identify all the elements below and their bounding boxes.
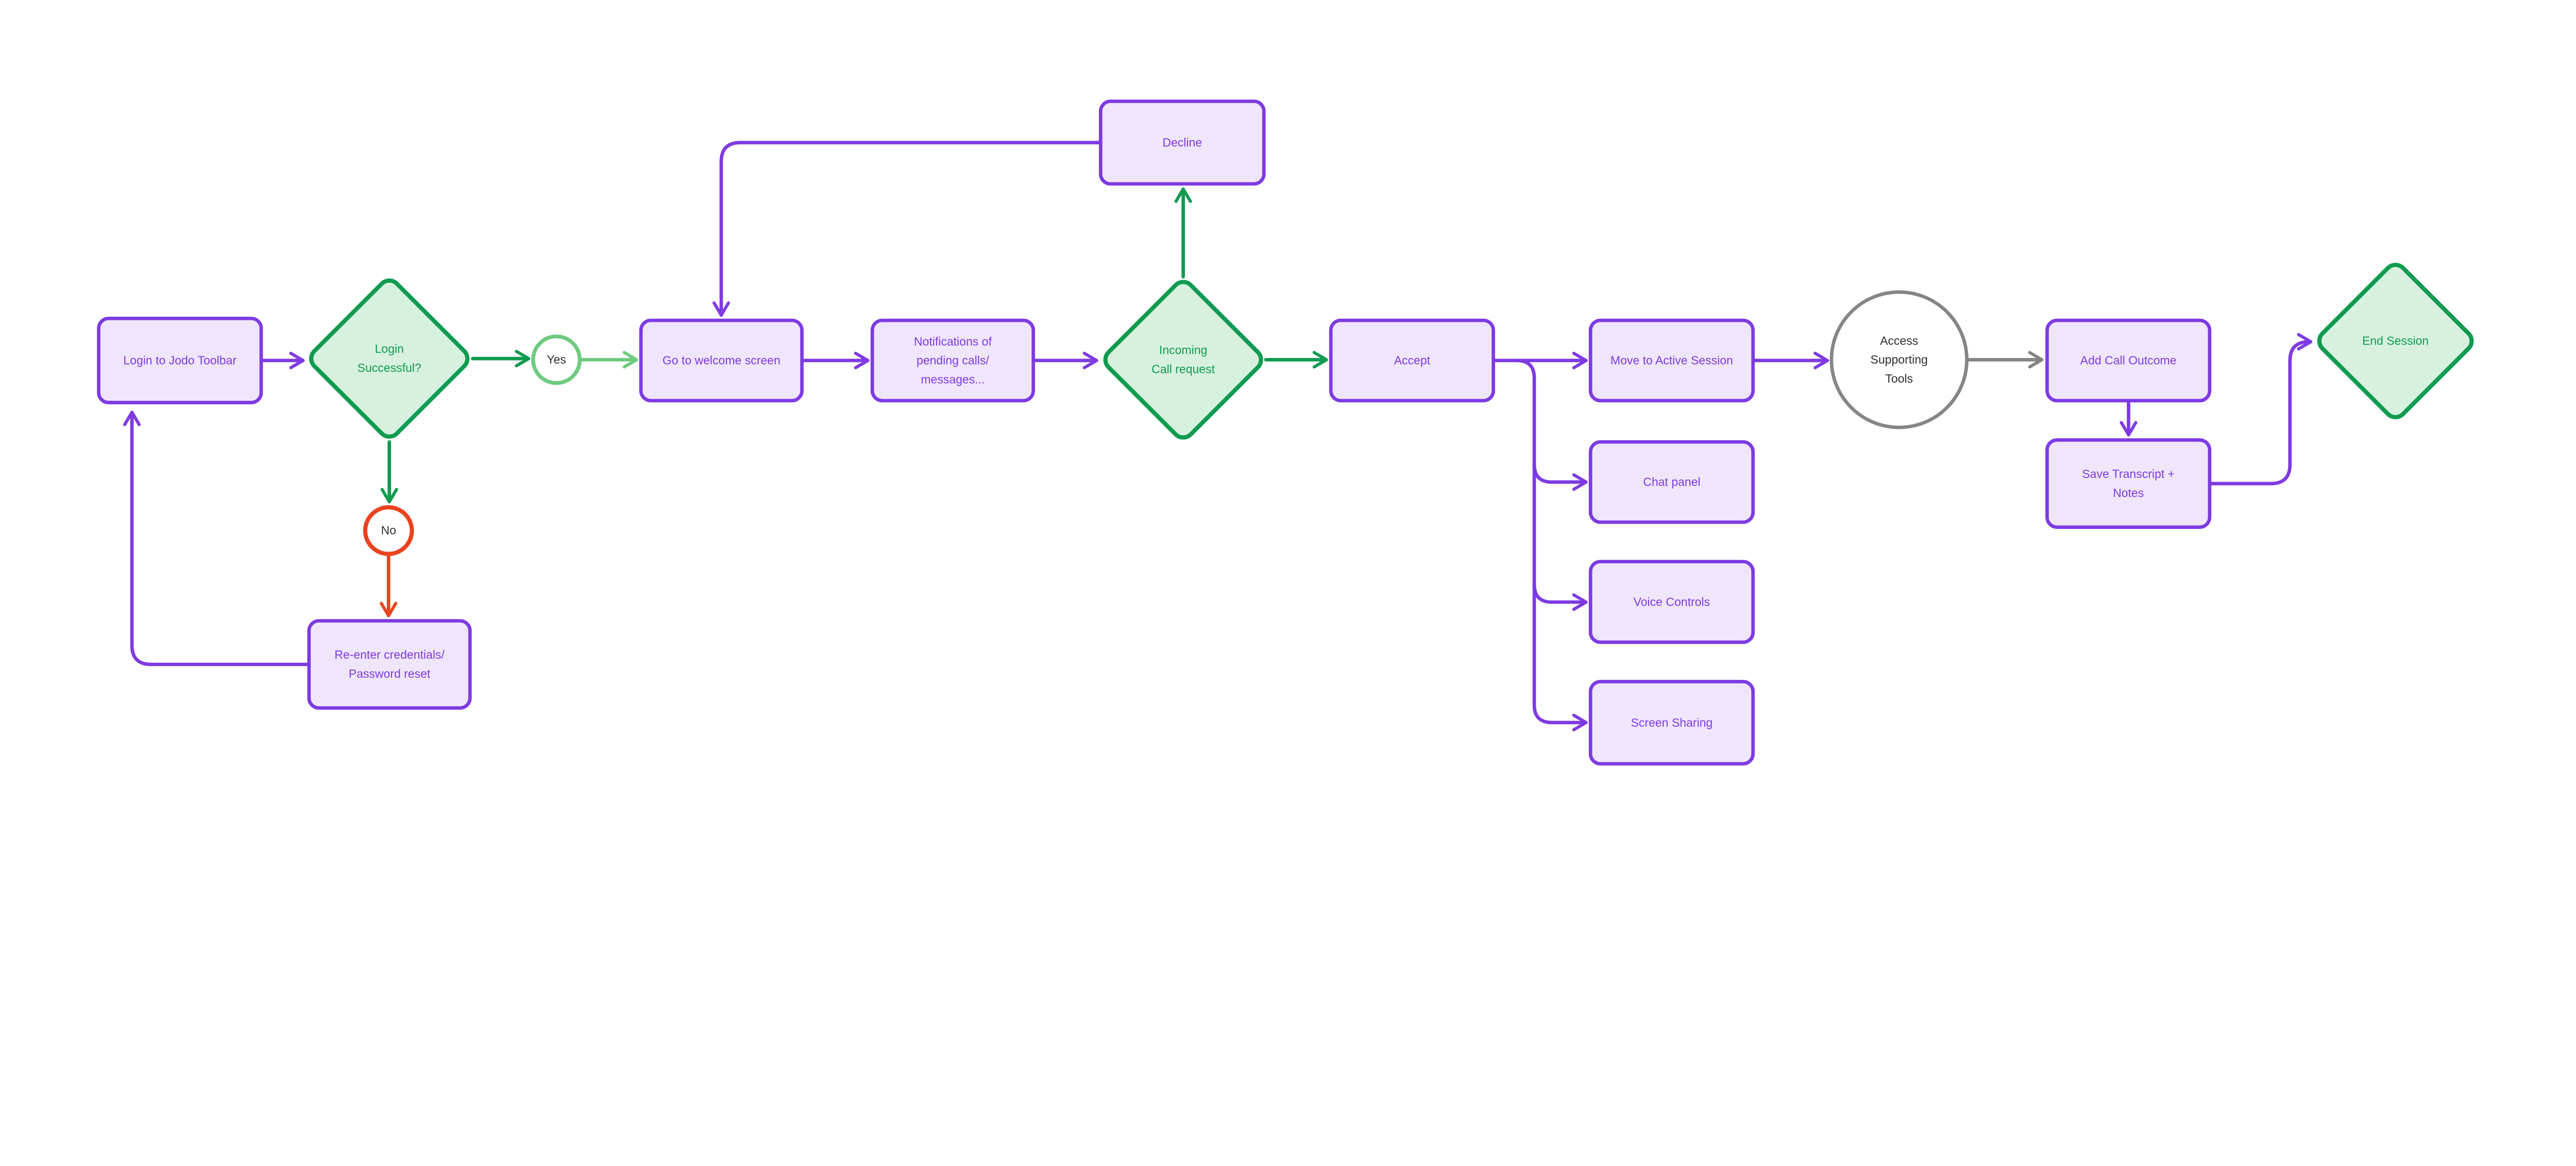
edge-accept-to-chat-panel (1532, 462, 1588, 491)
node-screen-sharing-shape (1588, 680, 1755, 766)
node-add-outcome: Add Call Outcome (2045, 318, 2212, 403)
node-save-transcript-shape (2045, 438, 2212, 529)
node-access-tools-label: Access Supporting Tools (1870, 334, 1928, 386)
node-login-shape (97, 316, 263, 404)
node-incoming-call: Incoming Call request (1103, 280, 1263, 440)
node-decline-shape (1098, 99, 1266, 186)
node-login-successful-shape (309, 278, 470, 439)
node-accept-label: Accept (1394, 353, 1431, 367)
node-decline-label: Decline (1162, 135, 1202, 149)
node-login-label: Login to Jodo Toolbar (123, 353, 237, 367)
edge-accept-to-voice-controls (1532, 582, 1588, 611)
node-end-session: End Session (2317, 263, 2474, 419)
node-screen-sharing-label: Screen Sharing (1631, 716, 1713, 730)
node-move-active-label: Move to Active Session (1610, 353, 1733, 367)
edge-decline-to-welcome (712, 141, 1103, 317)
node-login-successful: Login Successful? (309, 278, 470, 439)
node-reenter-label: Re-enter credentials/ Password reset (334, 648, 445, 681)
node-screen-sharing: Screen Sharing (1588, 680, 1755, 766)
node-voice-controls-label: Voice Controls (1633, 595, 1710, 609)
node-save-transcript-label: Save Transcript + Notes (2082, 467, 2175, 500)
node-chat-panel-label: Chat panel (1643, 475, 1701, 489)
node-notifications: Notifications of pending calls/ messages… (870, 318, 1035, 403)
edge-accept-to-screen-sharing (1515, 358, 1588, 731)
node-move-active-shape (1588, 318, 1755, 403)
node-yes: Yes (531, 334, 582, 385)
node-no-shape (363, 505, 414, 556)
edge-reenter-to-login (123, 410, 311, 666)
node-yes-label: Yes (547, 353, 566, 367)
node-voice-controls-shape (1588, 560, 1755, 644)
node-yes-shape (531, 334, 582, 385)
flowchart-page: Login to Jodo Toolbar Login Successful? … (97, 99, 2474, 766)
node-incoming-call-label: Incoming Call request (1151, 343, 1215, 376)
node-chat-panel-shape (1588, 440, 1755, 524)
node-no-label: No (381, 524, 396, 538)
node-save-transcript: Save Transcript + Notes (2045, 438, 2212, 529)
flowchart-canvas: Login to Jodo Toolbar Login Successful? … (97, 99, 2474, 766)
node-add-outcome-shape (2045, 318, 2212, 403)
node-reenter-shape (307, 619, 472, 710)
node-notifications-label: Notifications of pending calls/ messages… (913, 334, 992, 386)
node-reenter: Re-enter credentials/ Password reset (307, 619, 472, 710)
node-notifications-shape (870, 318, 1035, 403)
node-end-session-label: End Session (2362, 334, 2429, 348)
node-move-active: Move to Active Session (1588, 318, 1755, 403)
node-welcome-label: Go to welcome screen (662, 353, 781, 367)
node-accept-shape (1329, 318, 1495, 403)
node-login-successful-label: Login Successful? (357, 342, 421, 375)
node-access-tools-shape (1829, 290, 1969, 430)
node-welcome: Go to welcome screen (639, 318, 804, 403)
node-add-outcome-label: Add Call Outcome (2080, 353, 2177, 367)
node-voice-controls: Voice Controls (1588, 560, 1755, 644)
node-login: Login to Jodo Toolbar (97, 316, 263, 404)
node-incoming-call-shape (1103, 280, 1263, 440)
edge-save-transcript-to-end-session (2208, 333, 2313, 486)
node-decline: Decline (1098, 99, 1266, 186)
node-end-session-shape (2317, 263, 2474, 419)
node-no: No (363, 505, 414, 556)
node-chat-panel: Chat panel (1588, 440, 1755, 524)
node-welcome-shape (639, 318, 804, 403)
node-accept: Accept (1329, 318, 1495, 403)
node-access-tools: Access Supporting Tools (1829, 290, 1969, 430)
